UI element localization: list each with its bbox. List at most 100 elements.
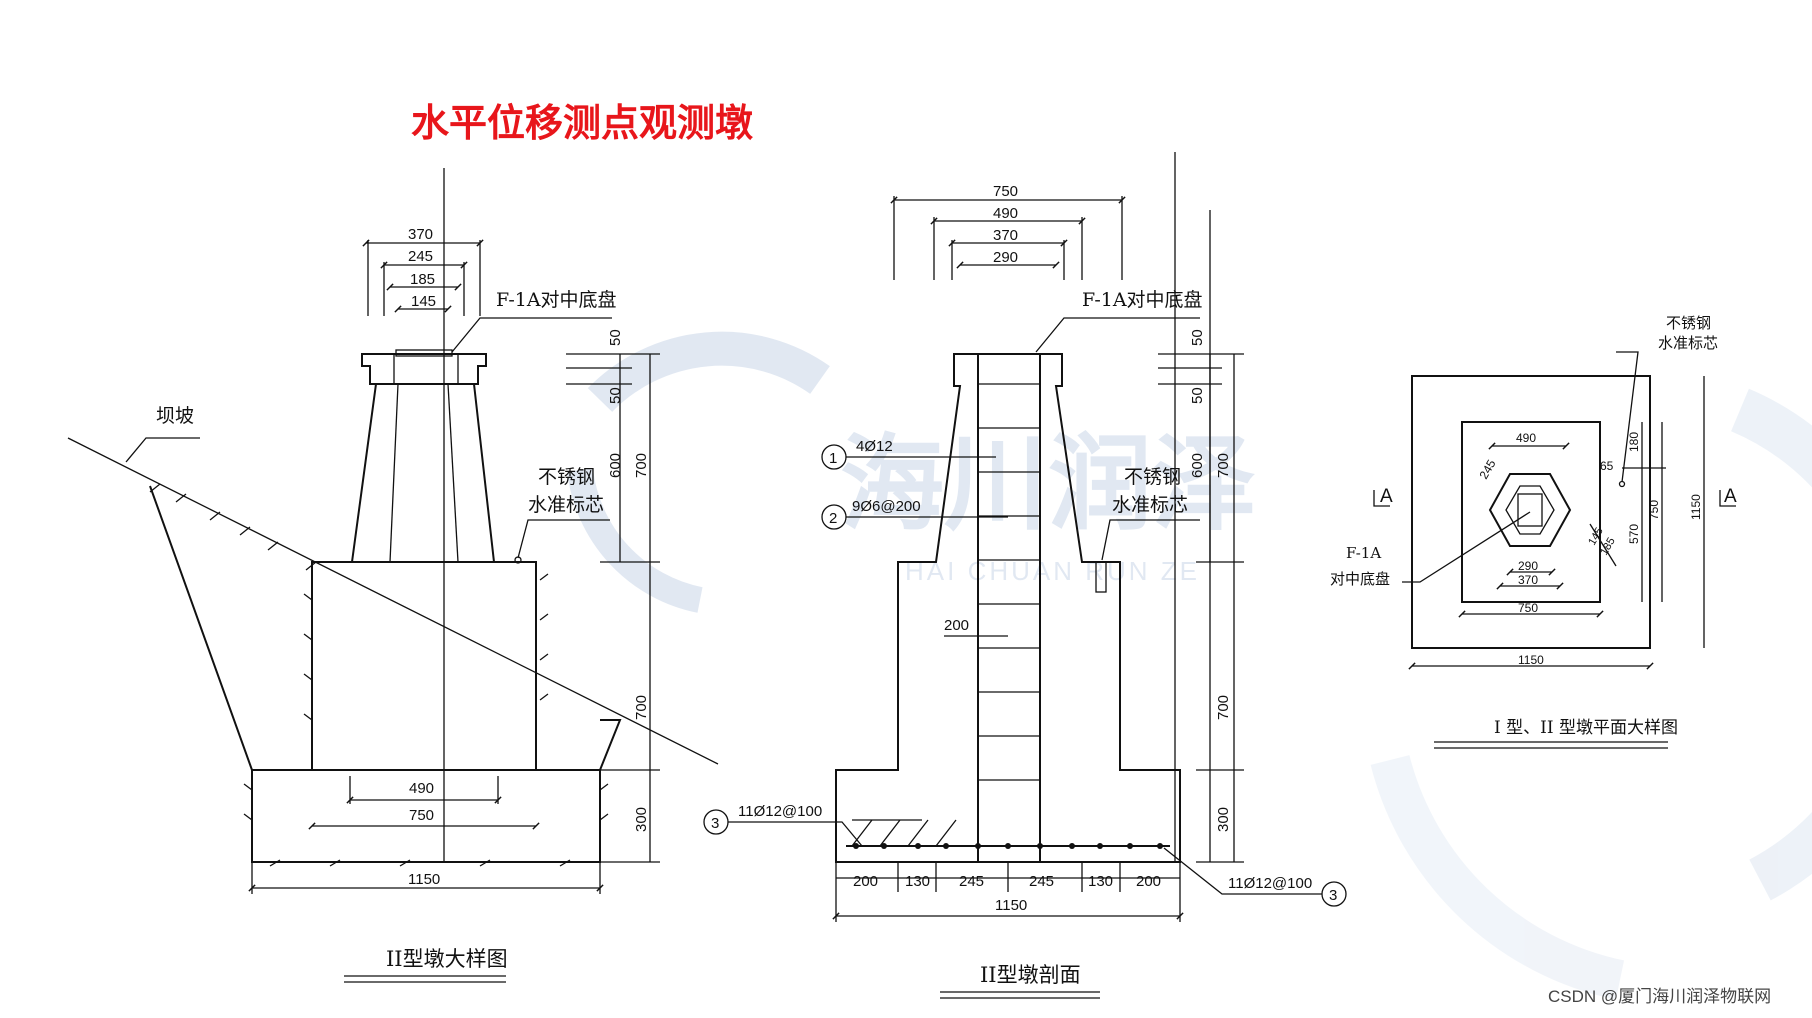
callout-number: 3 <box>1329 887 1337 904</box>
section-marker-left <box>1373 490 1390 507</box>
dim-label: 1150 <box>1689 494 1703 520</box>
slope-line <box>67 437 719 765</box>
dim-label: 145 <box>411 293 436 310</box>
middle-right-dims: 50 50 600 700 700 300 <box>1158 329 1244 863</box>
dim-label: 490 <box>1516 431 1536 445</box>
left-right-dims: 50 50 600 700 700 300 <box>566 329 660 863</box>
right-caption: I 型、II 型墩平面大样图 <box>1494 718 1678 738</box>
center-label: F-1A对中底盘 <box>1082 289 1203 311</box>
marker-label-2: 水准标芯 <box>1658 334 1718 352</box>
dim-label: 50 <box>607 387 624 404</box>
spacing-callout: 200 <box>944 617 1008 637</box>
watermark-arc-icon <box>587 331 830 413</box>
dim-label: 200 <box>1136 873 1161 890</box>
dim-label: 700 <box>633 453 650 478</box>
left-top-dims: 370 245 185 145 <box>362 226 484 316</box>
dim-line <box>1589 523 1617 567</box>
pier-column <box>350 383 496 563</box>
slope-leader <box>125 437 200 463</box>
section-label-left: A <box>1380 486 1393 507</box>
section-label-right: A <box>1724 486 1737 507</box>
dim-label: 200 <box>853 873 878 890</box>
marker-leader <box>1101 519 1200 561</box>
center-leader <box>1402 511 1531 583</box>
page-title: 水平位移测点观测墩 <box>411 100 753 145</box>
rebar-hatch <box>851 819 957 847</box>
watermark-brand: 海川润泽 <box>840 422 1256 545</box>
dim-label: 130 <box>1088 873 1113 890</box>
watermark-arc-icon <box>567 468 703 613</box>
rebar-callout-2: 2 9Ø6@200 <box>821 498 1008 530</box>
callout-number: 1 <box>829 450 837 467</box>
dim-label: 290 <box>993 249 1018 266</box>
dim-label: 490 <box>993 205 1018 222</box>
dim-label: 600 <box>1189 453 1206 478</box>
marker-leader <box>1616 351 1639 483</box>
dim-label: 245 <box>1029 873 1054 890</box>
center-label-1: F-1A <box>1346 544 1381 562</box>
center-label: F-1A对中底盘 <box>496 289 617 311</box>
dim-label: 180 <box>1627 432 1641 452</box>
middle-caption: II型墩剖面 <box>980 963 1081 987</box>
dim-label: 245 <box>408 248 433 265</box>
dim-label: 185 <box>410 271 435 288</box>
pier-body <box>311 561 537 771</box>
column-line <box>447 383 459 563</box>
marker-label-1: 不锈钢 <box>538 466 595 488</box>
watermark: 海川润泽 HAI CHUAN RUN ZE <box>567 331 1812 1000</box>
dim-label: 750 <box>409 807 434 824</box>
middle-bottom-dims: 200 130 245 245 130 200 1150 <box>832 862 1184 922</box>
dim-label: 300 <box>633 807 650 832</box>
watermark-brand-en: HAI CHUAN RUN ZE <box>905 556 1200 586</box>
plan-hexagon-outer <box>1488 473 1572 547</box>
excavation-right <box>599 719 622 771</box>
left-caption: II型墩大样图 <box>386 947 508 971</box>
dim-label: 750 <box>1518 601 1538 615</box>
rebar-callout-1: 1 4Ø12 <box>821 438 996 470</box>
dim-label: 570 <box>1627 524 1641 544</box>
pier-cap <box>361 353 487 385</box>
dim-label: 1150 <box>1518 653 1544 667</box>
excavation-left <box>149 485 253 771</box>
middle-drawing: 750 490 370 290 F-1A对中底盘 不锈钢 水准标芯 50 50 … <box>703 152 1347 999</box>
dim-label: 245 <box>959 873 984 890</box>
bottom-rebar-dots <box>853 843 1163 849</box>
callout-number: 3 <box>711 815 719 832</box>
center-leader <box>451 317 612 353</box>
callout-number: 2 <box>829 510 837 527</box>
centering-plate <box>395 349 453 357</box>
dim-label: 700 <box>1215 695 1232 720</box>
center-label-2: 对中底盘 <box>1330 570 1390 588</box>
dim-label: 750 <box>993 183 1018 200</box>
dim-label: 700 <box>1215 453 1232 478</box>
dim-label: 600 <box>607 453 624 478</box>
marker-leader <box>517 519 610 559</box>
dim-label: 490 <box>409 780 434 797</box>
dim-label: 290 <box>1518 559 1538 573</box>
left-drawing: 坝坡 370 245 185 <box>67 168 719 983</box>
marker-label-2: 水准标芯 <box>1112 494 1188 516</box>
watermark-arc-icon <box>1731 388 1812 901</box>
rebar-callout-3: 3 11Ø12@100 <box>703 803 863 847</box>
marker-label-1: 不锈钢 <box>1666 314 1711 332</box>
rebar-callout-4: 3 11Ø12@100 <box>1163 847 1347 907</box>
dim-label: 750 <box>1647 500 1661 520</box>
section-marker-right <box>1719 490 1736 507</box>
dim-label: 50 <box>1189 387 1206 404</box>
callout-text: 9Ø6@200 <box>852 498 921 515</box>
dim-label: 1150 <box>408 871 440 888</box>
marker-label-1: 不锈钢 <box>1124 466 1181 488</box>
plan-center-plate <box>1517 493 1543 527</box>
marker-icon <box>1095 561 1107 593</box>
dim-label: 370 <box>408 226 433 243</box>
column-line <box>389 383 399 563</box>
callout-text: 11Ø12@100 <box>738 803 822 820</box>
dim-label: 370 <box>993 227 1018 244</box>
plan-hexagon-inner <box>1505 485 1555 535</box>
plan-outer-square <box>1411 375 1651 649</box>
dim-label: 50 <box>1189 329 1206 346</box>
dim-label: 370 <box>1518 573 1538 587</box>
marker-label-2: 水准标芯 <box>528 494 604 516</box>
plan-inner-square <box>1461 421 1601 603</box>
